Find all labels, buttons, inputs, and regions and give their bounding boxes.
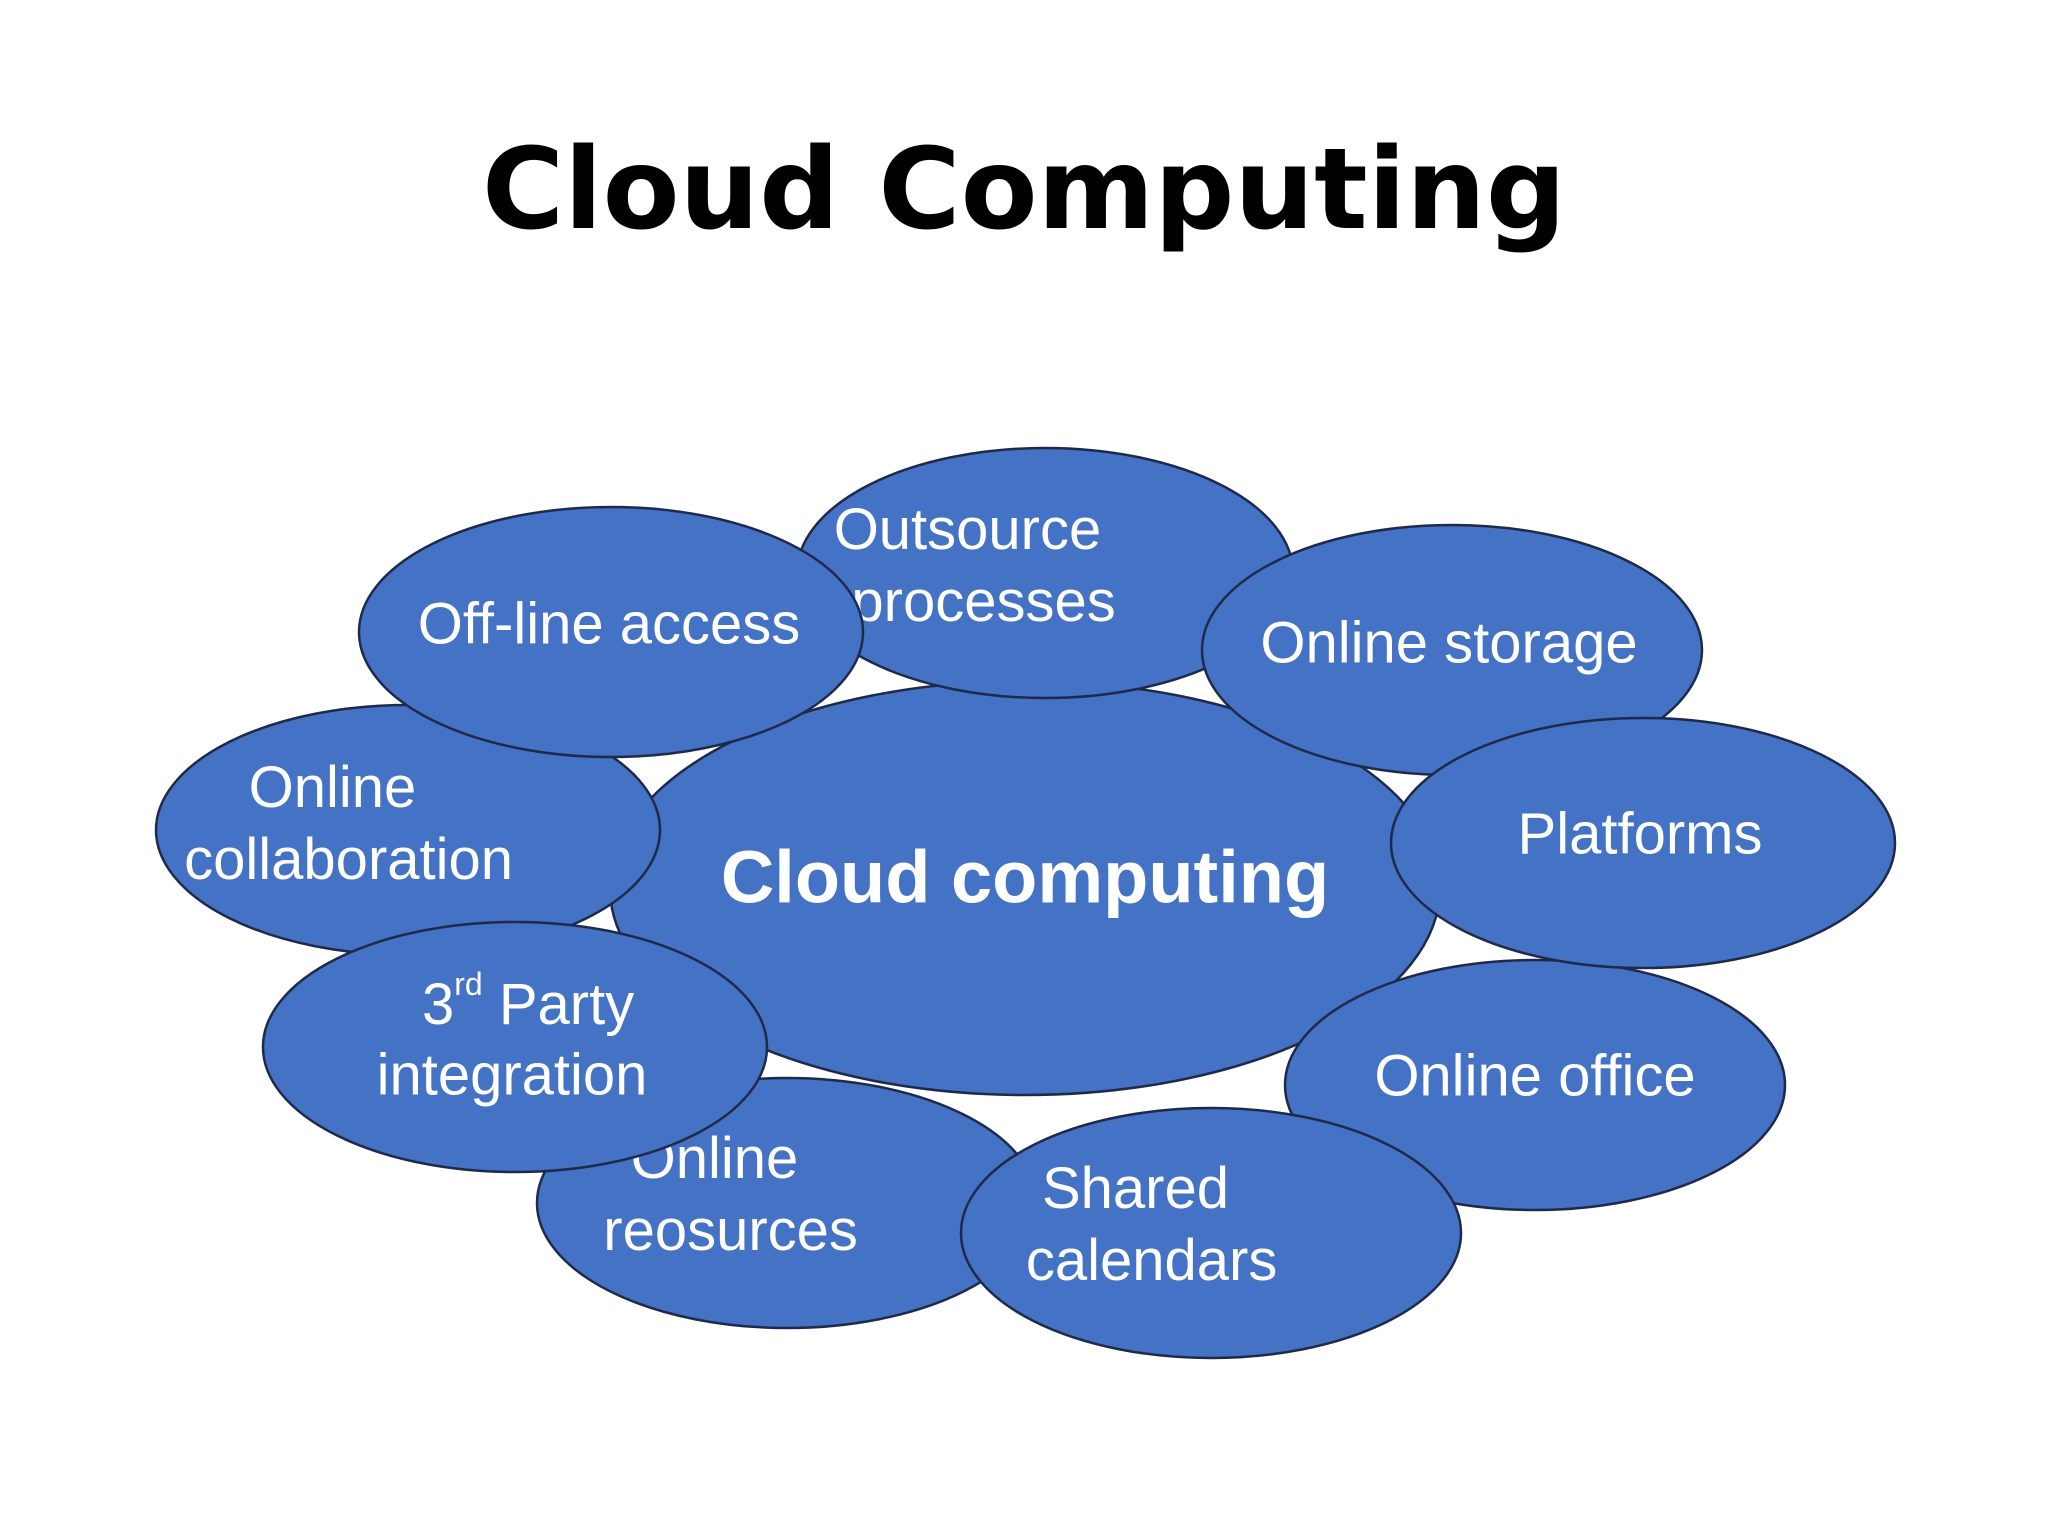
online-office-bubble [1283,958,1787,1212]
node-shared-calendars: Shared calendars [0,0,1463,1360]
third-party-integration-line-2: integration [377,1042,648,1107]
outsource-processes-label: Outsource processes [0,0,1246,634]
node-off-line-access: Off-line access [357,505,865,759]
node-online-office: Online office [1283,958,1787,1212]
third-party-superscript: rd [454,966,482,1002]
off-line-access-bubble [357,505,865,759]
third-party-integration-line-1: 3rd Party [277,966,747,1037]
outsource-processes-line-2: processes [851,569,1115,634]
node-platforms: Platforms [1389,716,1897,970]
shared-calendars-bubble [959,1106,1463,1360]
third-party-number: 3 [422,972,454,1037]
online-resources-line-2: reosurces [603,1198,858,1263]
online-resources-label: Online reosurces [0,0,971,1263]
online-collaboration-label: Online collaboration [0,0,626,892]
shared-calendars-label: Shared calendars [0,0,1390,1293]
online-collaboration-line-2: collaboration [184,827,513,892]
online-office-label: Online office [1374,1043,1695,1108]
outsource-processes-line-1: Outsource [834,497,1102,562]
shared-calendars-line-2: calendars [1026,1228,1277,1293]
node-third-party-integration: 3rd Party integration [261,920,769,1174]
shared-calendars-line-1: Shared [1042,1156,1229,1221]
center-label: Cloud computing [721,836,1329,919]
off-line-access-label: Off-line access [418,591,801,656]
platforms-bubble [1389,716,1897,970]
third-party-rest: Party [483,972,635,1037]
online-storage-label: Online storage [1260,610,1637,675]
platforms-label: Platforms [1518,801,1763,866]
slide-title: Cloud Computing [481,125,1566,255]
node-online-collaboration: Online collaboration [0,0,662,957]
online-collaboration-line-1: Online [249,755,417,820]
third-party-integration-bubble [261,920,769,1174]
